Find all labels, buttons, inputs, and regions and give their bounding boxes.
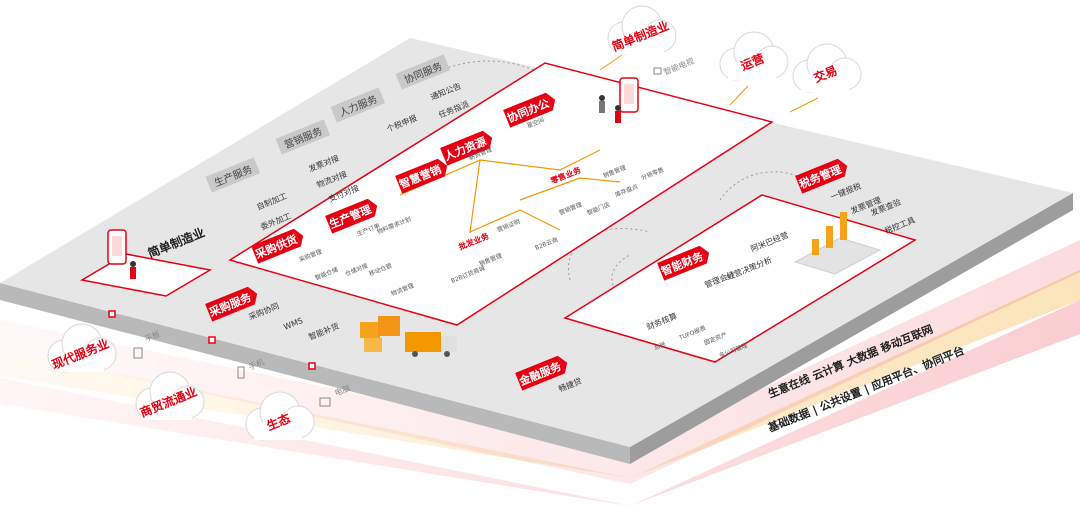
phone-screen bbox=[624, 84, 634, 104]
chart-model-base bbox=[793, 237, 882, 275]
person-body bbox=[599, 101, 605, 113]
tile-background bbox=[395, 54, 451, 90]
chart-model-bar bbox=[826, 226, 833, 248]
phone-screen bbox=[112, 236, 122, 256]
connector-dot bbox=[308, 362, 316, 370]
tag-arrow bbox=[482, 130, 493, 149]
tv-icon bbox=[653, 67, 662, 75]
cloud-base bbox=[144, 402, 192, 420]
tag-arrow bbox=[293, 228, 304, 247]
chart-model-bar bbox=[812, 239, 819, 255]
tag-background bbox=[515, 355, 565, 391]
cloud-ecology: 生态 bbox=[245, 391, 315, 441]
cloud-modern-services: 现代服务业 bbox=[47, 323, 117, 373]
person-body bbox=[130, 267, 136, 279]
tile-background bbox=[330, 87, 386, 123]
tag-background bbox=[795, 158, 845, 194]
cloud-link bbox=[599, 54, 623, 71]
cloud-base bbox=[801, 74, 849, 92]
truck-wheel bbox=[412, 351, 418, 357]
cargo-box bbox=[378, 316, 400, 336]
truck-wheel bbox=[444, 351, 450, 357]
tag-arrow bbox=[837, 158, 848, 177]
tag-arrow bbox=[367, 198, 378, 217]
person-head bbox=[599, 95, 605, 101]
cloud-link bbox=[729, 85, 749, 106]
tag-background bbox=[325, 198, 375, 234]
cloud-simple-manufacturing: 简单制造业 bbox=[607, 5, 677, 55]
main-module-panel bbox=[228, 62, 774, 326]
tag-arrow bbox=[557, 355, 568, 374]
tag-background bbox=[395, 158, 445, 194]
desktop-icon bbox=[319, 397, 331, 407]
tile-background bbox=[205, 157, 261, 193]
phone-icon bbox=[237, 366, 245, 379]
tag-background bbox=[251, 228, 301, 264]
cloud-trading: 交易 bbox=[792, 43, 862, 93]
tag-arrow bbox=[247, 286, 258, 305]
cloud-operations: 运营 bbox=[719, 31, 789, 81]
cloud-base bbox=[56, 354, 104, 372]
tree-branch bbox=[519, 177, 621, 201]
truck-body bbox=[405, 332, 441, 352]
cargo-box bbox=[360, 322, 380, 338]
connector-dot bbox=[208, 336, 216, 344]
top-note: 智能电视 bbox=[662, 56, 695, 77]
tag-arrow bbox=[545, 92, 556, 111]
tag-background bbox=[440, 130, 490, 166]
cloud-base bbox=[728, 62, 776, 80]
cloud-link bbox=[789, 97, 819, 113]
person-head bbox=[130, 261, 136, 267]
truck-cab bbox=[441, 336, 457, 352]
person-head bbox=[615, 105, 621, 111]
chart-model-bar bbox=[840, 212, 847, 240]
tag-arrow bbox=[699, 245, 710, 264]
tablet-icon bbox=[133, 347, 143, 359]
cloud-commerce: 商贸流通业 bbox=[135, 371, 205, 421]
tree-branch bbox=[469, 159, 561, 233]
finance-label: 总账 bbox=[653, 340, 667, 352]
cloud-links bbox=[599, 54, 819, 113]
tag-background bbox=[657, 245, 707, 281]
cargo-box bbox=[364, 338, 382, 352]
tag-background bbox=[503, 92, 553, 128]
tag-arrow bbox=[437, 158, 448, 177]
connector-dot bbox=[108, 310, 116, 318]
tile-background bbox=[275, 119, 331, 155]
tag-background bbox=[205, 286, 255, 322]
person-body bbox=[615, 111, 621, 123]
cloud-base bbox=[254, 422, 302, 440]
cloud-base bbox=[616, 36, 664, 54]
